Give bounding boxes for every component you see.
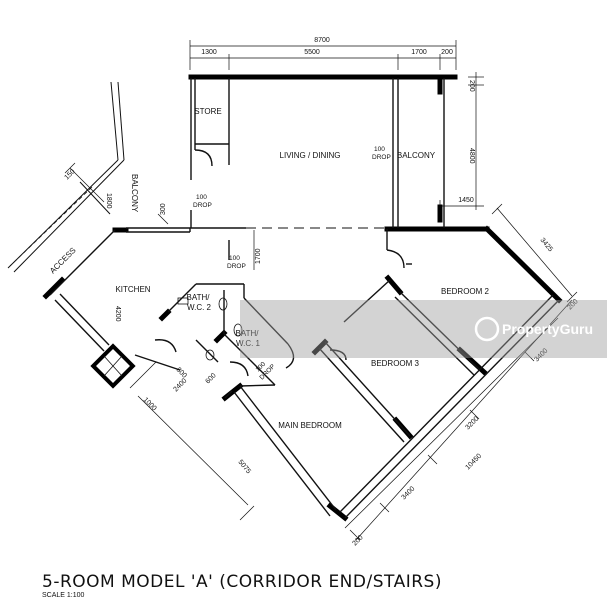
drop-note-1-label: DROP: [193, 202, 212, 209]
label-main-bedroom: MAIN BEDROOM: [278, 421, 342, 430]
drop-note-3-label: DROP: [227, 263, 246, 270]
watermark-text: PropertyGuru: [502, 321, 593, 337]
drop-note-3-value: 100: [229, 255, 240, 262]
label-store: STORE: [194, 107, 221, 116]
dim-top-2: 5500: [304, 49, 320, 56]
dim-right-4800: 4800: [468, 148, 475, 164]
plan-title: 5-ROOM MODEL 'A' (CORRIDOR END/STAIRS): [42, 572, 442, 592]
label-bath2-line1: BATH/: [187, 293, 211, 302]
access-dashes: [9, 186, 93, 267]
drop-note-2-value: 100: [374, 146, 385, 153]
dim-diag-3425: 3425: [538, 237, 553, 254]
label-bath2-line2: W.C. 2: [187, 303, 212, 312]
toilets: [177, 297, 243, 361]
dim-right-200: 200: [468, 80, 475, 92]
dim-left-300: 300: [160, 203, 167, 215]
dim-left-800: 800: [175, 366, 188, 379]
dim-diag-10450: 10450: [464, 453, 483, 472]
dim-top-4: 200: [441, 49, 453, 56]
dim-right-1450: 1450: [458, 197, 474, 204]
drop-note-2-label: DROP: [372, 154, 391, 161]
left-dimensions: [64, 162, 255, 521]
dim-main-5075: 5075: [236, 459, 251, 476]
dim-left-1000: 1000: [142, 396, 158, 412]
propertyguru-logo-icon: [474, 316, 500, 342]
label-bath1-line1: BATH/: [236, 329, 260, 338]
watermark: PropertyGuru: [240, 300, 607, 358]
plan-scale: SCALE 1:100: [42, 592, 85, 599]
dim-top-total: 8700: [314, 37, 330, 44]
label-balcony-main: BALCONY: [397, 151, 436, 160]
label-bedroom2: BEDROOM 2: [441, 287, 490, 296]
dim-left-1700: 1700: [255, 248, 262, 264]
dim-left-600: 600: [204, 372, 217, 385]
dim-150: 150: [63, 168, 76, 181]
stair-box: [90, 343, 136, 389]
label-bedroom3: BEDROOM 3: [371, 359, 420, 368]
dim-top-3: 1700: [411, 49, 427, 56]
dim-left-4200: 4200: [114, 306, 121, 322]
walls-thick: [42, 74, 563, 522]
dim-top-1: 1300: [201, 49, 217, 56]
dim-left-2400: 2400: [172, 377, 188, 393]
walls-thin: [49, 78, 560, 519]
top-dimensions: [189, 40, 457, 70]
label-bath1-line2: W.C. 1: [236, 339, 261, 348]
right-dimensions: [439, 72, 484, 214]
dim-left-1800: 1800: [105, 193, 112, 209]
label-kitchen: KITCHEN: [115, 285, 150, 294]
dim-diag-200b: 200: [351, 534, 364, 547]
diagonal-dimensions: [344, 203, 578, 541]
label-living-dining: LIVING / DINING: [280, 151, 341, 160]
drop-note-1-value: 100: [196, 194, 207, 201]
label-balcony-side: BALCONY: [130, 174, 139, 213]
